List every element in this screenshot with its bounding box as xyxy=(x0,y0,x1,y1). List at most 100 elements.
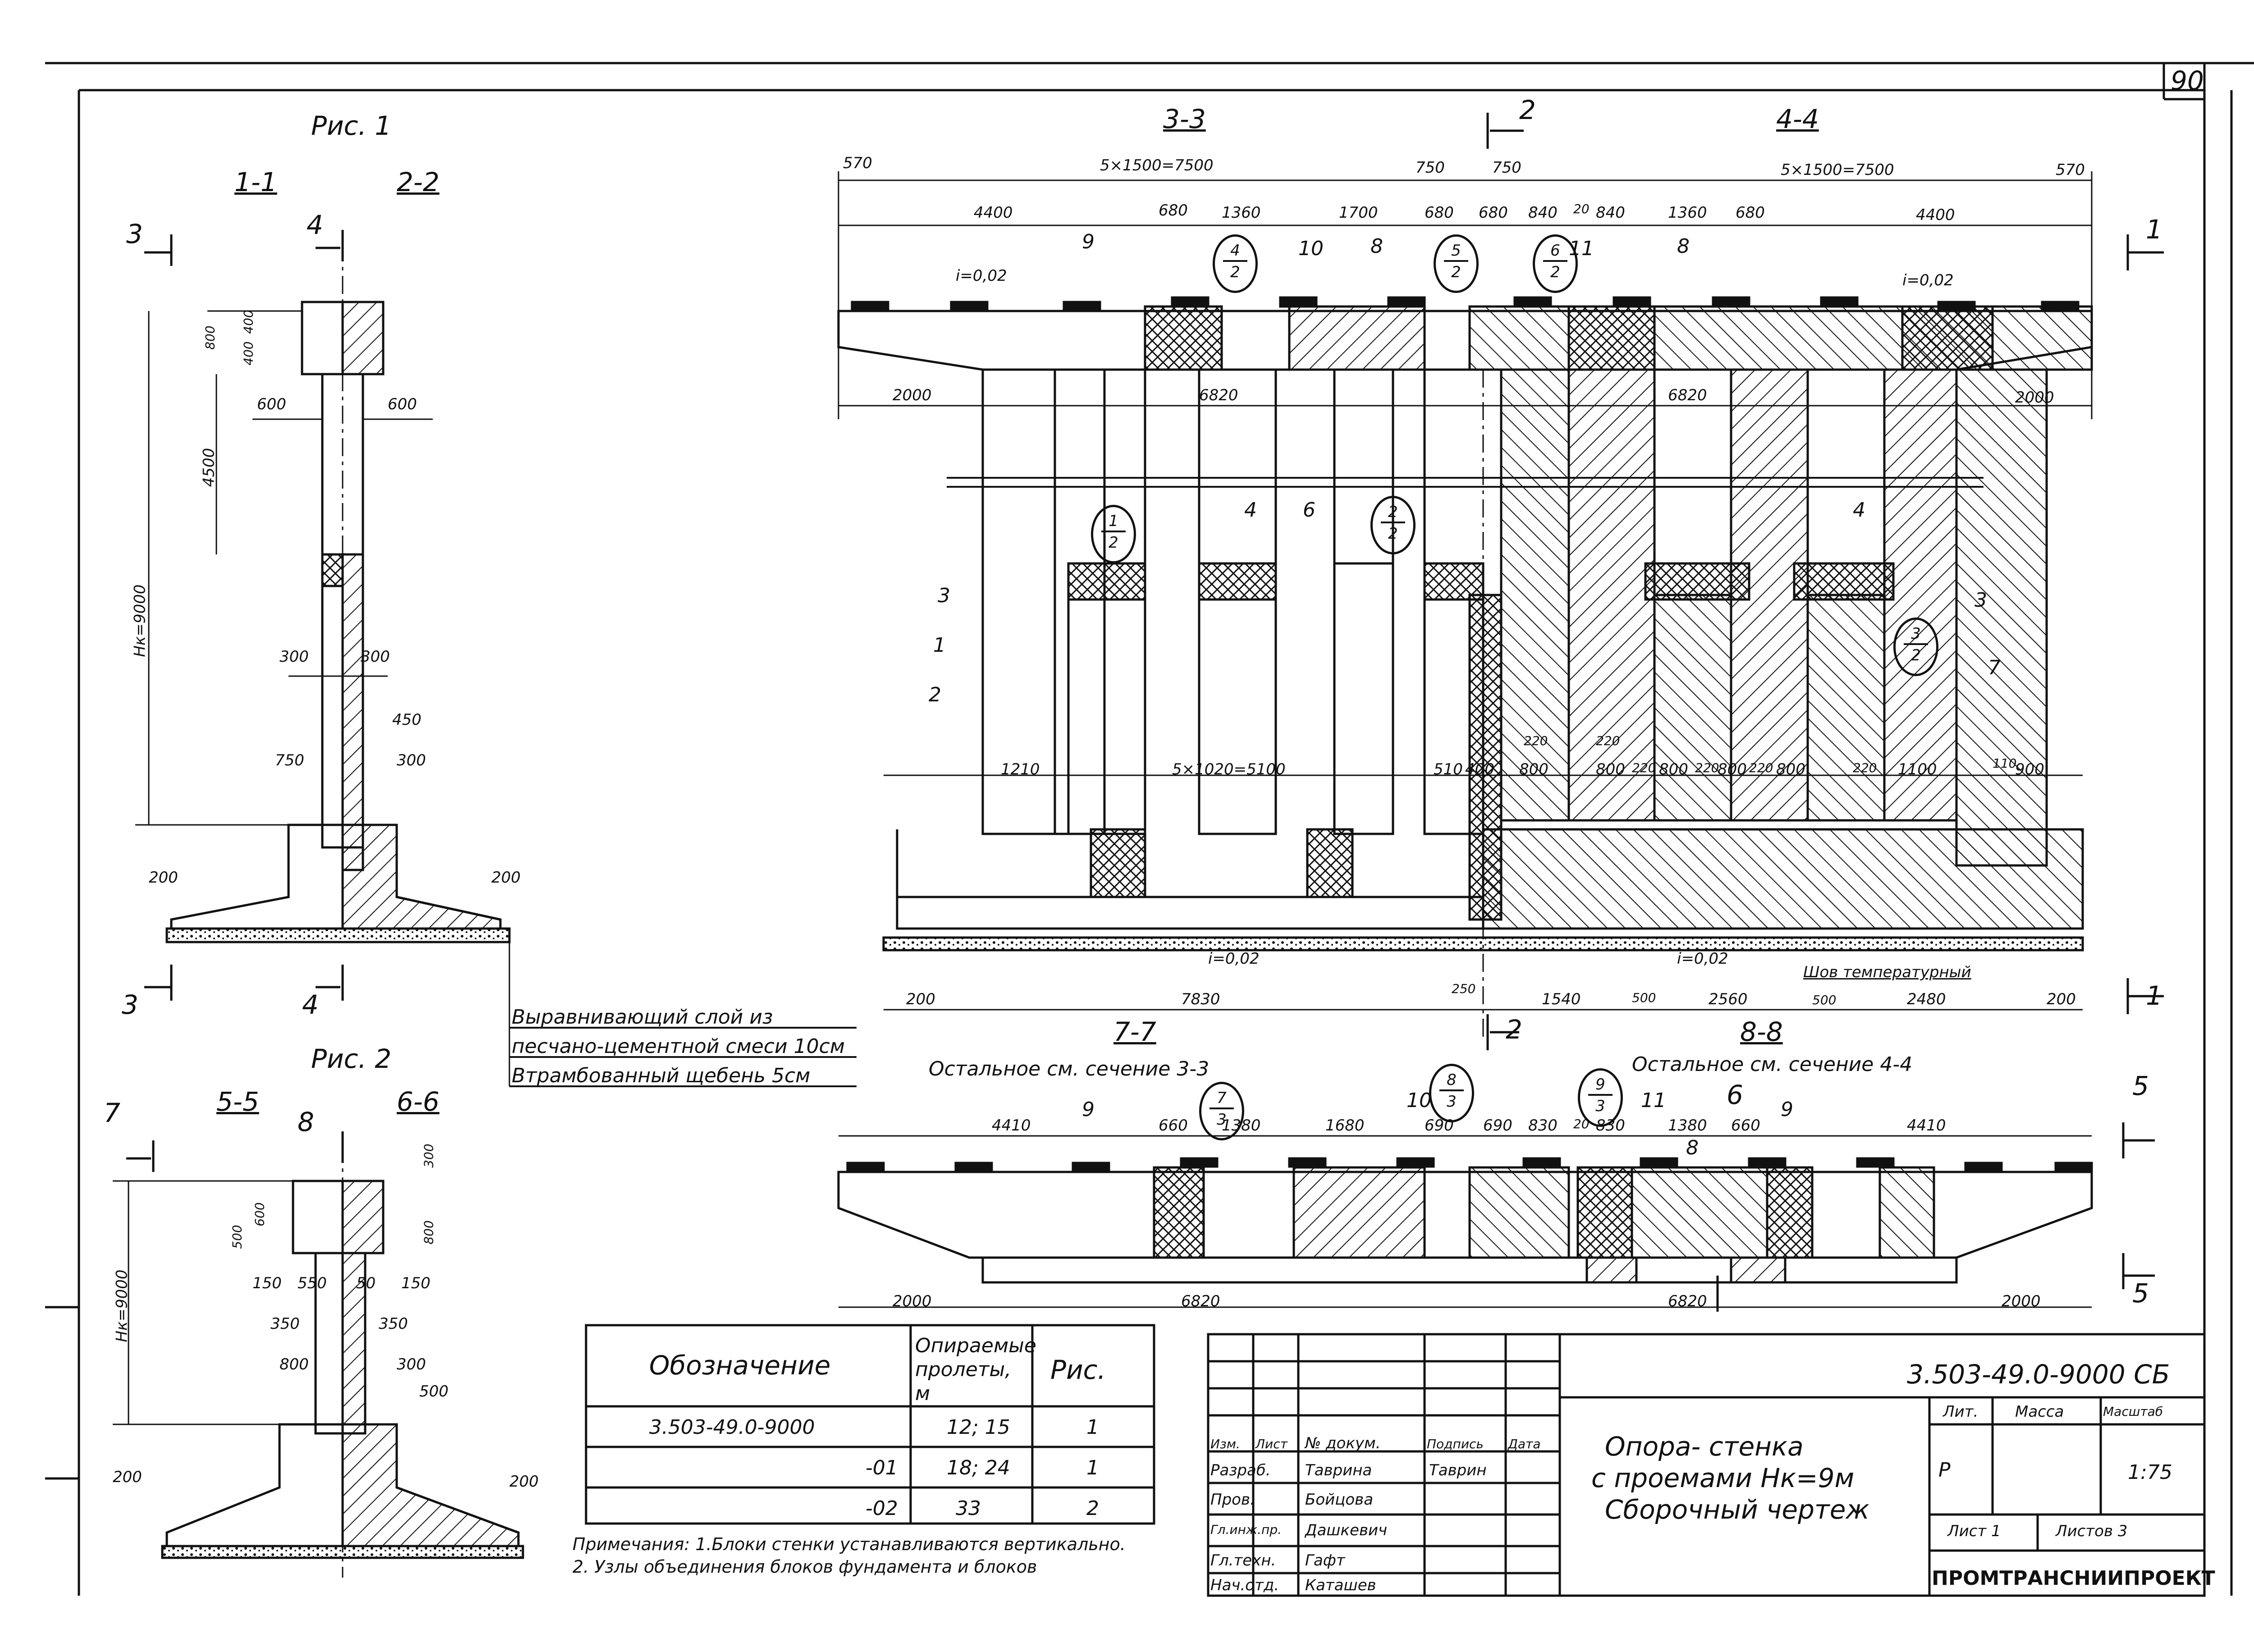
dim-20: 20 xyxy=(1573,201,1590,216)
dim77-6820-right: 6820 xyxy=(1668,1292,1707,1310)
tb-head-change: Изм. xyxy=(1210,1437,1240,1451)
tb-role-1: Разраб. xyxy=(1210,1461,1271,1479)
fig2-dim-150a: 150 xyxy=(252,1274,282,1292)
cut-mark-2-top: 2 xyxy=(1519,95,1536,125)
slope-left: i=0,02 xyxy=(956,267,1007,285)
pos-2: 2 xyxy=(929,683,941,706)
pos-4-left: 4 xyxy=(1244,499,1257,522)
fig1-dim-400a: 400 xyxy=(241,310,256,334)
section-8-8-note: Остальное см. сечение 4-4 xyxy=(1632,1053,1913,1076)
section-5-5-title: 5-5 xyxy=(216,1086,259,1117)
dim-840-b: 840 xyxy=(1596,204,1625,222)
spec-row2-fig: 1 xyxy=(1086,1456,1099,1479)
dim77-660-b: 660 xyxy=(1731,1117,1760,1135)
layer-note-3: Втрамбованный щебень 5см xyxy=(512,1064,811,1087)
title-line-1: Опора- стенка xyxy=(1605,1431,1804,1462)
layer-note-1: Выравнивающий слой из xyxy=(512,1006,773,1029)
cut-mark-8: 8 xyxy=(298,1107,314,1137)
tb-scale: 1:75 xyxy=(2128,1461,2172,1484)
dim-800-e: 800 xyxy=(1776,760,1805,778)
dim-570-left: 570 xyxy=(843,154,872,172)
slope-bottom-right: i=0,02 xyxy=(1677,950,1728,968)
dim-2560: 2560 xyxy=(1709,990,1748,1008)
section-1-1-title: 1-1 xyxy=(234,167,277,197)
fig1-dim-4500: 4500 xyxy=(200,448,218,487)
dim-220-a: 220 xyxy=(1524,733,1548,748)
spec-head-designation: Обозначение xyxy=(649,1350,831,1381)
tb-role-2: Пров. xyxy=(1210,1491,1255,1509)
fig2-title: Рис. 2 xyxy=(311,1043,392,1074)
dim-680-d: 680 xyxy=(1736,204,1765,222)
dim77-6820-left: 6820 xyxy=(1181,1292,1220,1310)
dim-4400-right: 4400 xyxy=(1916,206,1955,224)
fig2-dim-200b: 200 xyxy=(509,1473,539,1491)
tb-role-3: Гл.инж.пр. xyxy=(1210,1522,1282,1537)
section-2-2-title: 2-2 xyxy=(397,167,440,197)
dim-2000-right: 2000 xyxy=(2015,389,2054,407)
drawing-code: 3.503-49.0-9000 СБ xyxy=(1907,1359,2170,1390)
cut-mark-4-top: 4 xyxy=(307,210,323,240)
dim-680-a: 680 xyxy=(1159,201,1188,220)
spec-row3-spans: 33 xyxy=(956,1497,981,1520)
dim77-4410-left: 4410 xyxy=(992,1117,1031,1135)
spec-row2-code: -01 xyxy=(866,1456,898,1479)
pos-6: 6 xyxy=(1303,499,1315,522)
dim-800-c: 800 xyxy=(1659,760,1688,778)
dim-680-c: 680 xyxy=(1479,204,1508,222)
fig2-dim-200a: 200 xyxy=(113,1468,142,1486)
fig1-dim-200a: 200 xyxy=(149,869,178,887)
dim77-830-a: 830 xyxy=(1528,1117,1558,1135)
tb-sign-1: Таврин xyxy=(1429,1461,1487,1479)
cut-mark-3-top: 3 xyxy=(126,219,143,249)
dim-1540: 1540 xyxy=(1542,990,1581,1008)
fig2-dim-800b: 800 xyxy=(279,1355,309,1373)
dim-500-a: 500 xyxy=(1632,990,1656,1005)
pos-7: 7 xyxy=(1988,656,2001,679)
fig2-dim-150b: 150 xyxy=(401,1274,431,1292)
note-line-1: Примечания: 1.Блоки стенки устанавливают… xyxy=(573,1534,1126,1554)
dim77-2000-right: 2000 xyxy=(2002,1292,2041,1310)
dim-5x1020: 5×1020=5100 xyxy=(1172,760,1286,778)
fig1-title: Рис. 1 xyxy=(311,110,392,141)
dim-1360-a: 1360 xyxy=(1222,204,1261,222)
cut-mark-1-right-bottom: 1 xyxy=(2146,980,2162,1011)
sheet-number: 90 xyxy=(2171,65,2204,96)
tb-mass-head: Масса xyxy=(2015,1403,2064,1421)
dim-6820-left: 6820 xyxy=(1199,386,1238,404)
pos-9-77-left: 9 xyxy=(1082,1098,1095,1121)
fig2-dim-350a: 350 xyxy=(270,1315,300,1333)
fig1-dim-600a: 600 xyxy=(257,395,286,413)
dim-750-a: 750 xyxy=(1416,159,1445,177)
dim-200-right: 200 xyxy=(2047,990,2076,1008)
pos-1: 1 xyxy=(933,634,946,657)
cut-mark-4-bottom: 4 xyxy=(302,989,319,1020)
dim-900: 900 xyxy=(2015,760,2044,778)
dim-220-b: 220 xyxy=(1596,733,1620,748)
pos-10-77: 10 xyxy=(1406,1089,1432,1112)
title-line-2: с проемами Нк=9м xyxy=(1591,1463,1855,1493)
dim-5x1500-right: 5×1500=7500 xyxy=(1781,161,1894,179)
tb-head-sheet: Лист xyxy=(1255,1437,1287,1451)
dim-200-left: 200 xyxy=(906,990,935,1008)
dim-7830: 7830 xyxy=(1181,990,1220,1008)
dim-800-b: 800 xyxy=(1596,760,1625,778)
dim77-2000-left: 2000 xyxy=(893,1292,932,1310)
pos-10-top: 10 xyxy=(1298,237,1324,260)
pos-9-77-right: 9 xyxy=(1781,1098,1793,1121)
dim-500-b: 500 xyxy=(1812,993,1837,1007)
cut-mark-2-bottom: 2 xyxy=(1506,1014,1522,1045)
dim77-1680: 1680 xyxy=(1325,1117,1365,1135)
spec-row3-fig: 2 xyxy=(1086,1497,1099,1520)
dim-220-c: 220 xyxy=(1632,760,1656,775)
dim77-4410-right: 4410 xyxy=(1907,1117,1946,1135)
spec-row1-code: 3.503-49.0-9000 xyxy=(649,1416,815,1439)
spec-head-spans: Опираемые пролеты, м xyxy=(915,1334,1036,1405)
pos-3-right: 3 xyxy=(1975,589,1987,612)
pos-3-left: 3 xyxy=(938,584,950,607)
fig2-dim-300a: 300 xyxy=(421,1144,436,1168)
fig1-dim-300a: 300 xyxy=(279,648,309,666)
cut-mark-7: 7 xyxy=(104,1098,120,1128)
